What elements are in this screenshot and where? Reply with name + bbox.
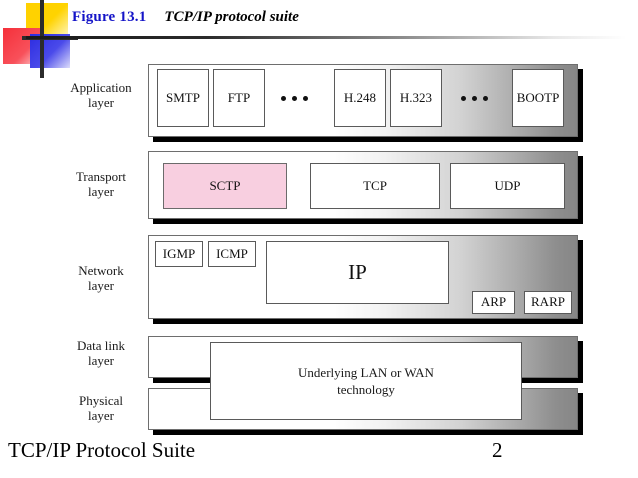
network-layer-bar: IGMP ICMP IP ARP RARP bbox=[148, 235, 578, 319]
protocol-box-tcp[interactable]: TCP bbox=[310, 163, 440, 209]
label-transport-layer: Transport layer bbox=[75, 169, 127, 199]
protocol-box-bootp[interactable]: BOOTP bbox=[512, 69, 564, 127]
protocol-box-ip[interactable]: IP bbox=[266, 241, 449, 304]
application-layer-bar: SMTP FTP H.248 H.323 BOOTP bbox=[148, 64, 578, 137]
label-physical-layer: Physical layer bbox=[78, 393, 124, 423]
ellipsis-application-1 bbox=[281, 96, 308, 101]
protocol-box-h248[interactable]: H.248 bbox=[334, 69, 386, 127]
label-data-link-layer: Data link layer bbox=[76, 338, 125, 368]
slide-footer: TCP/IP Protocol Suite 2 bbox=[0, 436, 638, 478]
footer-page-number: 2 bbox=[492, 438, 503, 462]
figure-caption: TCP/IP protocol suite bbox=[164, 8, 299, 25]
decorative-corner-logo bbox=[0, 0, 78, 78]
footer-title: TCP/IP Protocol Suite bbox=[8, 438, 196, 462]
underlying-line-1: Underlying LAN or WAN bbox=[298, 365, 434, 380]
protocol-box-sctp[interactable]: SCTP bbox=[163, 163, 287, 209]
underlying-lan-wan-box[interactable]: Underlying LAN or WAN technology bbox=[210, 342, 522, 420]
tcpip-stack-diagram: Application layer Transport layer Networ… bbox=[70, 64, 578, 430]
protocol-box-arp[interactable]: ARP bbox=[472, 291, 515, 314]
label-network-layer: Network layer bbox=[78, 263, 124, 293]
protocol-box-h323[interactable]: H.323 bbox=[390, 69, 442, 127]
protocol-box-ftp[interactable]: FTP bbox=[213, 69, 265, 127]
figure-title-row: Figure 13.1 TCP/IP protocol suite bbox=[72, 6, 299, 28]
title-divider bbox=[26, 36, 626, 39]
protocol-box-rarp[interactable]: RARP bbox=[524, 291, 572, 314]
transport-layer-bar: SCTP TCP UDP bbox=[148, 151, 578, 219]
protocol-box-udp[interactable]: UDP bbox=[450, 163, 565, 209]
underlying-line-2: technology bbox=[337, 382, 395, 397]
protocol-box-smtp[interactable]: SMTP bbox=[157, 69, 209, 127]
label-application-layer: Application layer bbox=[70, 80, 132, 110]
protocol-box-icmp[interactable]: ICMP bbox=[208, 241, 256, 267]
ellipsis-application-2 bbox=[461, 96, 488, 101]
protocol-box-igmp[interactable]: IGMP bbox=[155, 241, 203, 267]
figure-number: Figure 13.1 bbox=[72, 8, 147, 25]
